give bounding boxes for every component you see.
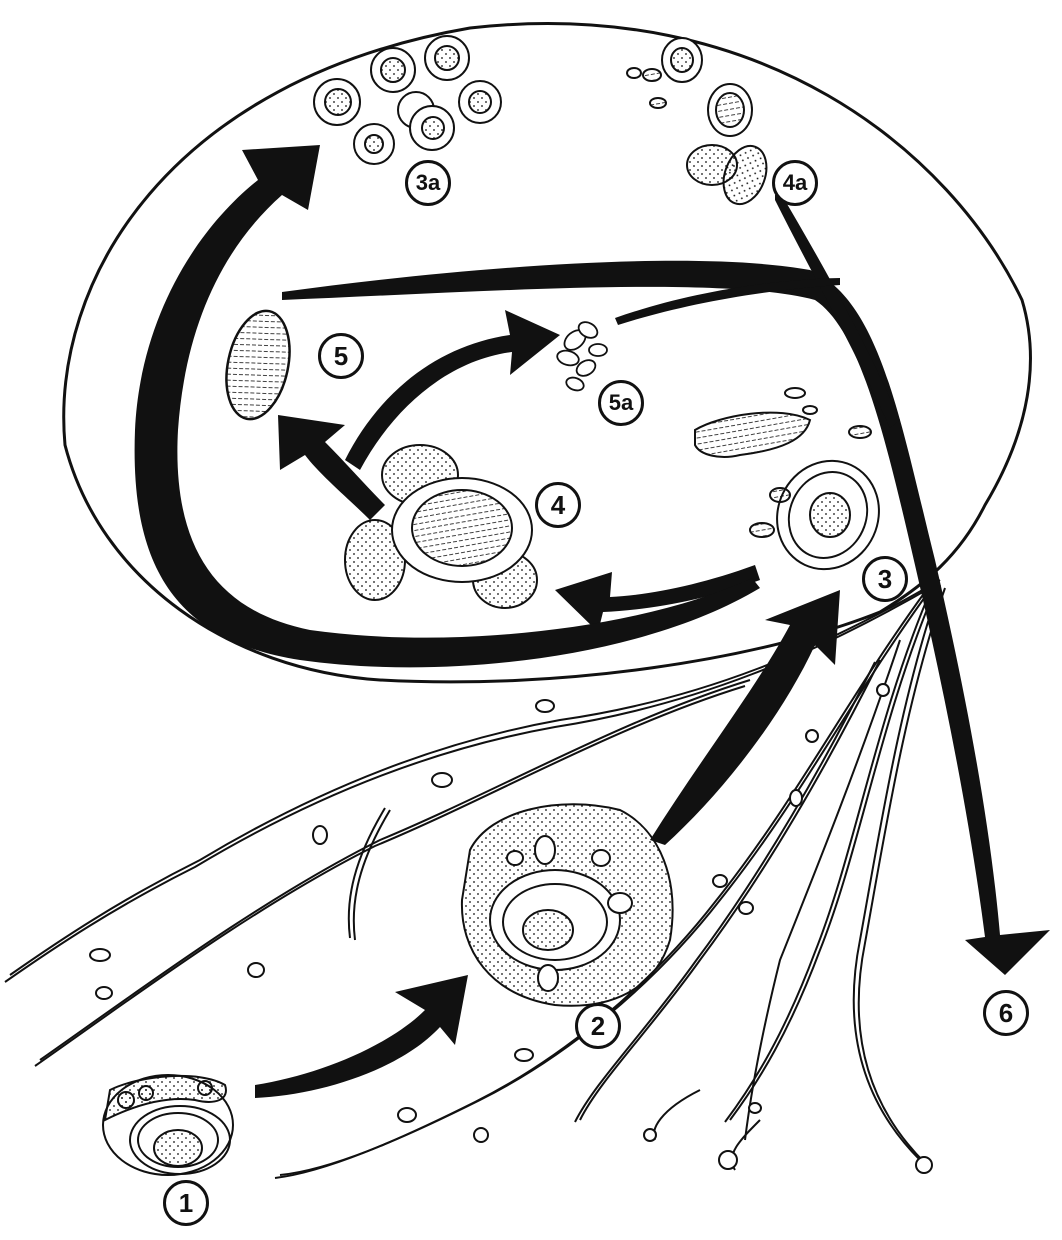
label-stage-2: 2: [575, 1003, 621, 1049]
stage-1-cell: [103, 1075, 233, 1175]
label-stage-1: 1: [163, 1180, 209, 1226]
arrow-3-to-3a: [135, 145, 760, 667]
stage-2-cell: [462, 804, 673, 1005]
label-stage-5a: 5a: [598, 380, 644, 426]
label-stage-3a: 3a: [405, 160, 451, 206]
stage-3-fragments: [695, 388, 871, 457]
stage-4a-cluster: [627, 38, 774, 210]
arrow-4-to-5a: [345, 310, 560, 470]
label-stage-3: 3: [862, 556, 908, 602]
stage-4-cell: [345, 445, 537, 608]
label-stage-4a: 4a: [772, 160, 818, 206]
label-stage-4: 4: [535, 482, 581, 528]
arrow-1-to-2: [255, 975, 468, 1098]
arrow-2-to-3: [650, 590, 840, 845]
stage-5a-cluster: [556, 319, 607, 393]
label-stage-5: 5: [318, 333, 364, 379]
stage-3a-cluster: [314, 36, 501, 164]
label-stage-6: 6: [983, 990, 1029, 1036]
stage-5-spore: [217, 305, 299, 425]
